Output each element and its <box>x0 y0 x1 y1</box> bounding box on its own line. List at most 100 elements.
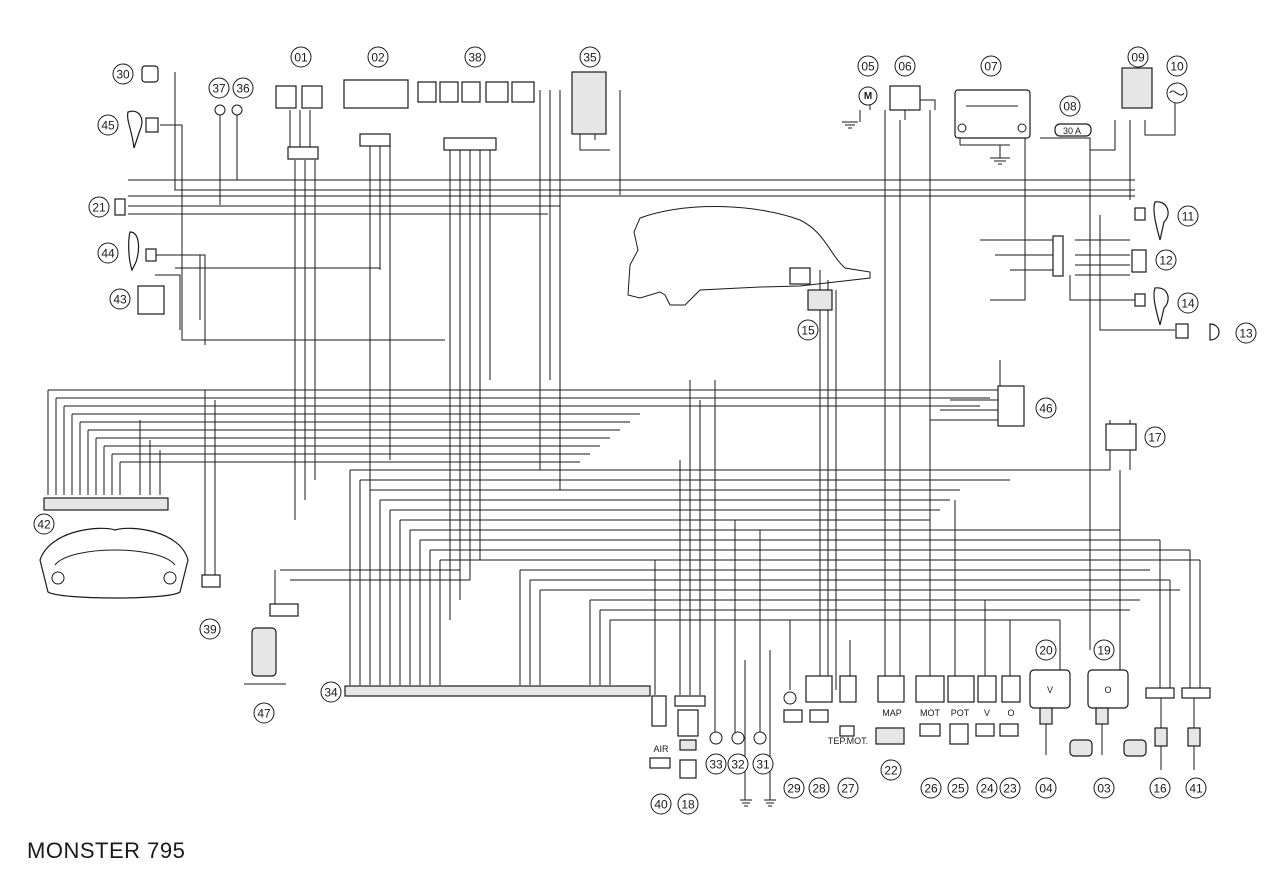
ecu-34-connector <box>344 685 651 697</box>
lamp-36-body <box>231 104 243 116</box>
callout-39: 39 <box>199 618 221 640</box>
callout-18: 18 <box>677 793 699 815</box>
callout-circle-08 <box>1059 95 1081 117</box>
callout-circle-41 <box>1185 777 1207 799</box>
sensor-29-top <box>783 691 797 705</box>
coil-v-label: V <box>1047 685 1053 695</box>
callout-24: 24 <box>976 777 998 799</box>
callout-number-30: 30 <box>116 68 130 82</box>
callout-number-25: 25 <box>951 782 965 796</box>
component-labels: 30 A M TEP.MOT. MAP MOT POT V O AIR V O <box>653 91 1111 754</box>
callout-number-35: 35 <box>583 51 597 65</box>
components <box>39 65 1220 779</box>
callout-25: 25 <box>947 777 969 799</box>
connector-18 <box>679 739 697 751</box>
speed-sensor-15-head <box>807 289 833 311</box>
callout-circle-30 <box>112 63 134 85</box>
injector-23-body <box>1001 675 1021 703</box>
switch-38-d <box>485 81 509 103</box>
callout-circle-35 <box>579 46 601 68</box>
coil-o-label: O <box>1104 685 1111 695</box>
callout-number-34: 34 <box>324 686 338 700</box>
connector-39 <box>201 574 221 588</box>
callout-circle-09 <box>1127 46 1149 68</box>
callout-number-45: 45 <box>101 119 115 133</box>
switch-44-body <box>128 231 140 272</box>
callout-36: 36 <box>232 77 254 99</box>
switch-38-c <box>461 81 481 103</box>
callout-43: 43 <box>109 288 131 310</box>
switch-14-body <box>1153 287 1169 326</box>
switch-01-left <box>275 85 297 109</box>
relay-43 <box>137 285 165 315</box>
switch-45-body <box>127 110 143 149</box>
callout-circle-14 <box>1177 292 1199 314</box>
callout-23: 23 <box>999 777 1021 799</box>
callout-circle-01 <box>290 46 312 68</box>
callout-number-27: 27 <box>841 782 855 796</box>
callout-number-42: 42 <box>37 518 51 532</box>
callout-circle-40 <box>650 793 672 815</box>
callout-number-17: 17 <box>1148 431 1162 445</box>
callout-circle-19 <box>1093 639 1115 661</box>
callout-number-19: 19 <box>1097 644 1111 658</box>
callout-38: 38 <box>464 46 486 68</box>
switch-45-connector <box>145 117 159 133</box>
o-label: O <box>1007 708 1014 718</box>
callout-circle-03 <box>1093 777 1115 799</box>
callout-14: 14 <box>1177 292 1199 314</box>
starter-motor-05-body <box>858 86 878 106</box>
tep-mot-label: TEP.MOT. <box>828 736 868 746</box>
callout-circle-16 <box>1149 777 1171 799</box>
callout-number-24: 24 <box>980 782 994 796</box>
callout-number-41: 41 <box>1189 782 1203 796</box>
main-fuse-08 <box>1054 123 1092 137</box>
callout-circle-15 <box>797 319 819 341</box>
sensor-28-body <box>805 675 833 703</box>
switch-38-a <box>417 81 437 103</box>
wire-harness <box>47 72 1201 807</box>
callout-circle-20 <box>1035 639 1057 661</box>
callout-circle-29 <box>783 777 805 799</box>
callout-number-29: 29 <box>787 782 801 796</box>
callout-circle-32 <box>727 753 749 775</box>
callout-06: 06 <box>894 55 916 77</box>
speed-sensor-15-body <box>789 267 811 285</box>
callout-number-33: 33 <box>709 758 723 772</box>
callout-number-20: 20 <box>1039 644 1053 658</box>
callout-circle-43 <box>109 288 131 310</box>
callout-circle-34 <box>320 681 342 703</box>
callout-number-32: 32 <box>731 758 745 772</box>
callout-circle-13 <box>1235 322 1257 344</box>
connector-26 <box>919 723 941 737</box>
fuse-label: 30 A <box>1063 126 1081 136</box>
diagram-caption: MONSTER 795 <box>27 838 186 863</box>
callout-16: 16 <box>1149 777 1171 799</box>
coil-19-neck <box>1095 707 1109 725</box>
map-label: MAP <box>882 708 902 718</box>
callout-number-46: 46 <box>1039 402 1053 416</box>
callout-number-22: 22 <box>884 764 898 778</box>
callout-01: 01 <box>290 46 312 68</box>
sensor-33-body <box>709 731 723 745</box>
mot-26-body <box>915 675 945 703</box>
callout-04: 04 <box>1035 777 1057 799</box>
callout-33: 33 <box>705 753 727 775</box>
callout-circle-27 <box>837 777 859 799</box>
callout-circle-18 <box>677 793 699 815</box>
callout-number-08: 08 <box>1063 100 1077 114</box>
switch-01-right <box>301 85 323 109</box>
callout-number-26: 26 <box>924 782 938 796</box>
sensor-27-body <box>839 675 857 703</box>
switch-44-connector <box>145 248 157 262</box>
callout-12: 12 <box>1155 249 1177 271</box>
callout-22: 22 <box>880 759 902 781</box>
connector-13 <box>1175 323 1189 339</box>
connector-03 <box>1069 739 1093 757</box>
callout-circle-39 <box>199 618 221 640</box>
dashboard-42-connector <box>43 497 169 511</box>
connector-18-top <box>674 695 706 707</box>
callout-circle-05 <box>857 55 879 77</box>
callout-circle-11 <box>1177 205 1199 227</box>
